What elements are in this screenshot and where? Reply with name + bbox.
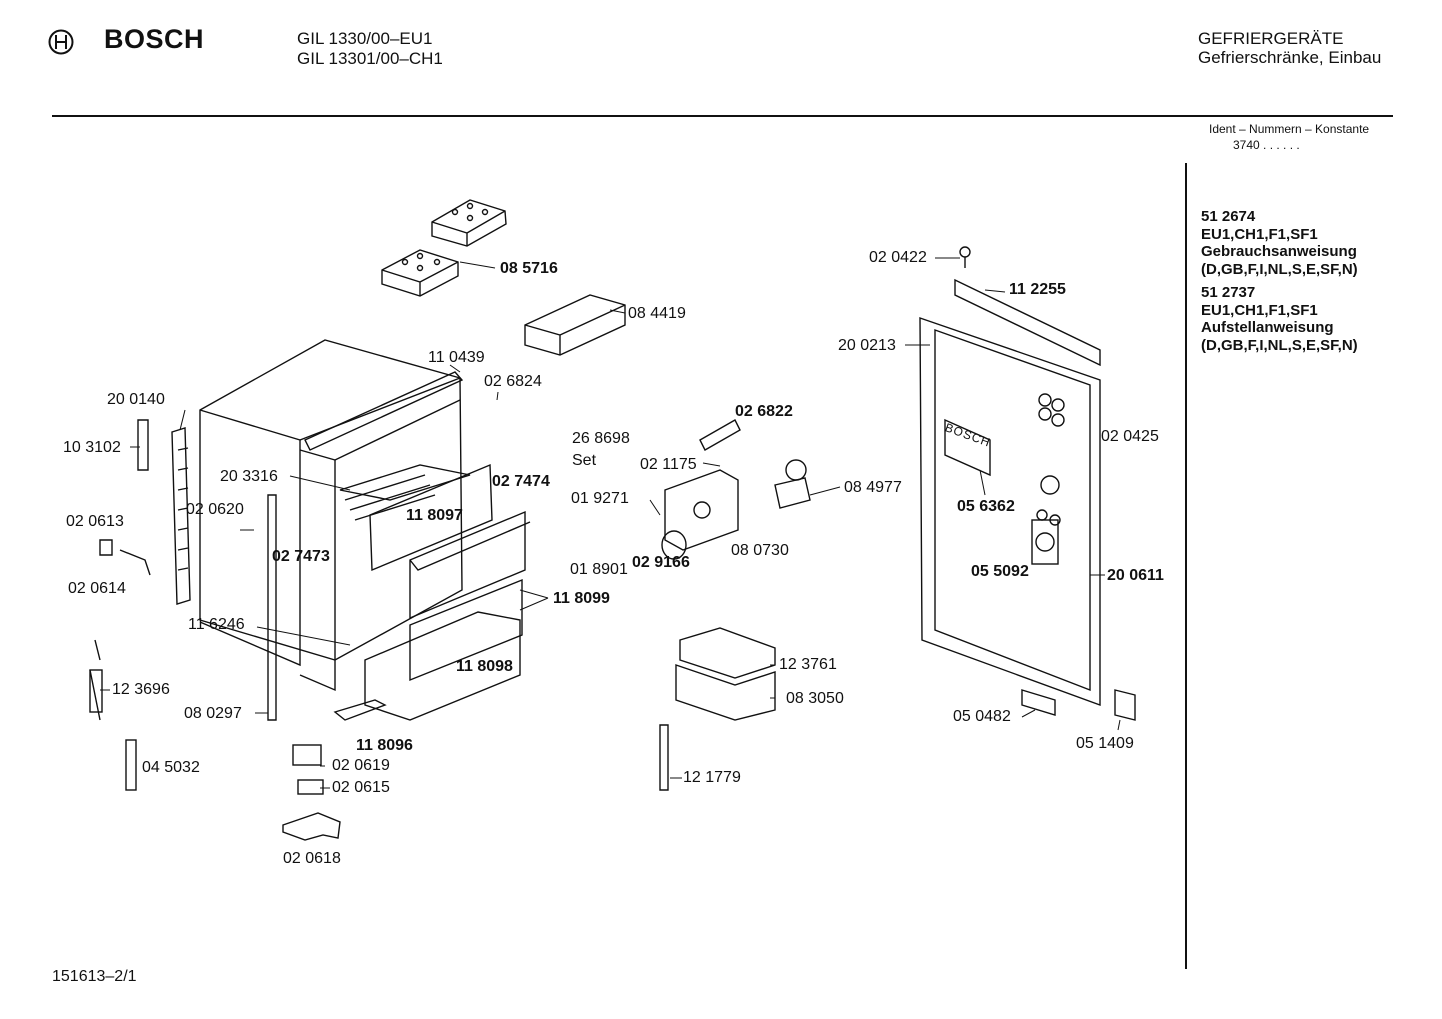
ice-tray-drawing <box>675 627 776 721</box>
part-number-label: 11 8099 <box>553 590 610 607</box>
part-number-label: 05 0482 <box>953 708 1011 725</box>
part-number-label: 08 0730 <box>731 542 789 559</box>
part-number-label: 10 3102 <box>63 439 121 456</box>
document-entry: 51 2674 EU1,CH1,F1,SF1 Gebrauchsanweisun… <box>1201 208 1358 278</box>
part-number-label: 11 8097 <box>406 507 463 524</box>
ice-pack-drawing <box>381 199 507 297</box>
document-number: 51 2737 <box>1201 284 1256 301</box>
part-number-label: 20 0213 <box>838 337 896 354</box>
part-number-label: 08 0297 <box>184 705 242 722</box>
part-number-label: 02 0422 <box>869 249 927 266</box>
document-entry: 51 2737 EU1,CH1,F1,SF1 Aufstellanweisung… <box>1201 284 1358 354</box>
document-number: 51 2674 <box>1201 208 1256 225</box>
part-number-label: 20 3316 <box>220 468 278 485</box>
part-number-label: 08 3050 <box>786 690 844 707</box>
part-number-label: 02 0620 <box>186 501 244 518</box>
part-number-label: 05 6362 <box>957 498 1015 515</box>
part-number-label: 02 0618 <box>283 850 341 867</box>
part-number-label: 02 0614 <box>68 580 126 597</box>
cover-part-drawing <box>524 294 626 356</box>
cabinet-drawing <box>199 339 471 692</box>
drawers-drawing <box>333 463 531 721</box>
document-variants: EU1,CH1,F1,SF1 <box>1201 225 1318 243</box>
document-variants: EU1,CH1,F1,SF1 <box>1201 301 1318 319</box>
part-number-label: 12 3696 <box>112 681 170 698</box>
part-number-label: 05 5092 <box>971 563 1029 580</box>
part-number-label: 02 1175 <box>640 456 697 473</box>
sidebar-divider <box>1185 163 1187 969</box>
part-number-label: 12 3761 <box>779 656 837 673</box>
header-divider <box>52 115 1393 117</box>
model-line-1: GIL 1330/00–EU1 <box>297 29 433 48</box>
leader-lines <box>100 257 1121 789</box>
part-number-label: 08 4419 <box>628 305 686 322</box>
bosch-logo-icon <box>48 29 74 55</box>
part-number-label: 01 9271 <box>571 490 629 507</box>
part-number-label: 02 0425 <box>1101 428 1159 445</box>
part-number-label: 08 5716 <box>500 260 558 277</box>
part-number-label: 02 6822 <box>735 403 793 420</box>
drawing-number: 151613–2/1 <box>52 968 137 985</box>
part-number-label: 02 7473 <box>272 548 330 565</box>
brand-name: BOSCH <box>104 24 205 54</box>
part-number-label: 11 8096 <box>356 737 413 754</box>
part-number-label: 12 1779 <box>683 769 741 786</box>
document-title: Gebrauchsanweisung <box>1201 243 1357 260</box>
model-line-2: GIL 13301/00–CH1 <box>297 49 443 68</box>
category-title: GEFRIERGERÄTE <box>1198 29 1344 48</box>
door-drawing <box>919 278 1136 721</box>
part-number-label: 20 0140 <box>107 391 165 408</box>
document-list: 51 2674 EU1,CH1,F1,SF1 Gebrauchsanweisun… <box>1201 208 1358 360</box>
part-number-label: 08 4977 <box>844 479 902 496</box>
thermostat-drawing <box>661 419 811 560</box>
part-number-label: 11 2255 <box>1009 281 1066 298</box>
part-number-label: 02 0615 <box>332 779 390 796</box>
part-number-label: Set <box>572 452 597 469</box>
document-languages: (D,GB,F,I,NL,S,E,SF,N) <box>1201 260 1358 278</box>
part-number-label: 11 8098 <box>456 658 513 675</box>
part-number-label: 11 0439 <box>428 349 485 366</box>
part-number-label: 01 8901 <box>570 561 628 578</box>
ident-title: Ident – Nummern – Konstante <box>1209 122 1370 136</box>
small-parts-drawing <box>89 419 669 841</box>
part-number-label: 02 0619 <box>332 757 390 774</box>
part-number-label: 02 6824 <box>484 373 542 390</box>
part-number-label: 02 7474 <box>492 473 550 490</box>
part-number-label: 02 0613 <box>66 513 124 530</box>
ident-value: 3740 . . . . . . <box>1233 138 1300 152</box>
part-number-label: 11 6246 <box>188 616 245 633</box>
part-number-label: 05 1409 <box>1076 735 1134 752</box>
category-subtitle: Gefrierschränke, Einbau <box>1198 48 1382 67</box>
document-title: Aufstellanweisung <box>1201 319 1334 336</box>
screw-drawing <box>959 246 971 268</box>
part-number-label: 20 0611 <box>1107 567 1164 584</box>
part-number-label: 04 5032 <box>142 759 200 776</box>
part-number-label: 26 8698 <box>572 430 630 447</box>
document-languages: (D,GB,F,I,NL,S,E,SF,N) <box>1201 336 1358 354</box>
part-number-label: 02 9166 <box>632 554 690 571</box>
